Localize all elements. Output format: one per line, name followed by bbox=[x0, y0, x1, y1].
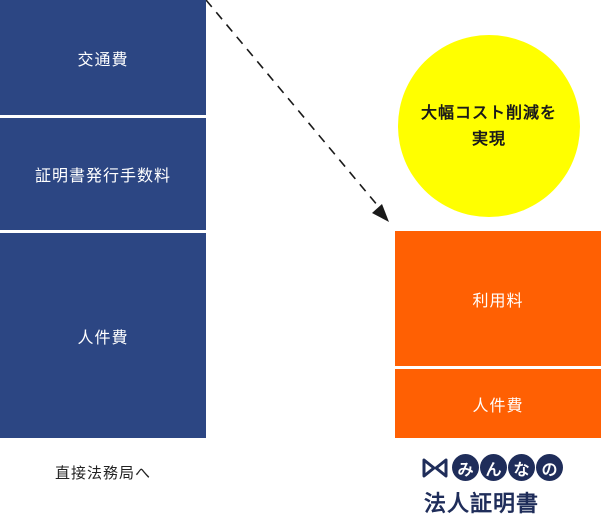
logo-char: な bbox=[508, 454, 535, 481]
cost-reduction-badge: 大幅コスト削減を 実現 bbox=[398, 35, 580, 217]
right-block-usage-fee: 利用料 bbox=[395, 231, 601, 366]
left-block-fee: 証明書発行手数料 bbox=[0, 118, 206, 230]
left-block-transport: 交通費 bbox=[0, 0, 206, 115]
badge-line-2: 実現 bbox=[471, 129, 506, 148]
right-block-labor: 人件費 bbox=[395, 369, 601, 438]
right-block-label: 利用料 bbox=[472, 290, 524, 310]
left-block-labor: 人件費 bbox=[0, 233, 206, 438]
badge-line-1: 大幅コスト削減を bbox=[420, 103, 557, 122]
left-block-label: 人件費 bbox=[77, 327, 129, 347]
logo-char: ん bbox=[480, 454, 507, 481]
right-block-label: 人件費 bbox=[472, 395, 524, 415]
logo-name: 法人証明書 bbox=[424, 492, 540, 517]
left-block-label: 交通費 bbox=[77, 49, 129, 69]
logo-char: の bbox=[536, 454, 563, 481]
brand-logo: み ん な の 法人証明書 bbox=[420, 454, 580, 520]
left-stack-caption: 直接法務局へ bbox=[54, 464, 151, 482]
logo-hiragana: み ん な の bbox=[452, 454, 563, 481]
left-block-label: 証明書発行手数料 bbox=[34, 166, 171, 185]
ribbon-icon bbox=[422, 458, 448, 477]
logo-char: み bbox=[452, 454, 479, 481]
